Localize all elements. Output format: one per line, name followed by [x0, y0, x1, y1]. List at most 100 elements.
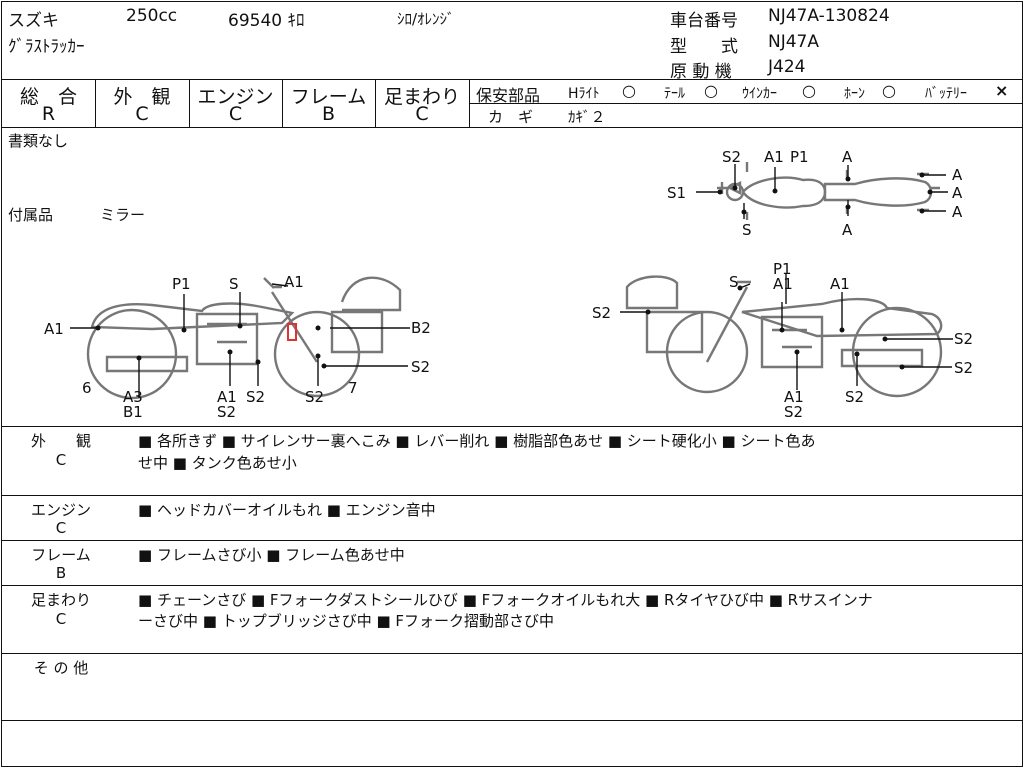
grade-engine-label: エンジン: [197, 86, 274, 108]
safety-headlight-mark: ○: [622, 81, 636, 100]
top-label: A: [952, 166, 963, 184]
safety-tail: ﾃｰﾙ: [664, 86, 685, 102]
grade-frame-value: B: [321, 103, 336, 125]
grade-suspension-label: 足まわり: [383, 86, 460, 108]
remark-text-engine: ■ ヘッドカバーオイルもれ ■ エンジン音中: [138, 501, 436, 519]
grade-overall-label: 総 合: [19, 86, 77, 108]
accessories-label: 付属品: [8, 206, 54, 224]
right-label: S2: [954, 330, 973, 348]
left-side-bike: [70, 276, 410, 400]
top-label: S2: [722, 148, 741, 166]
divider: [469, 79, 470, 127]
engine-value: J424: [768, 57, 806, 77]
right-label: S: [729, 273, 739, 291]
divider: [2, 495, 1022, 496]
remark-text-exterior: ■ 各所きず ■ サイレンサー裏へこみ ■ レバー削れ ■ 樹脂部色あせ ■ シ…: [138, 432, 816, 450]
left-label: S: [229, 275, 239, 293]
left-label: 7: [348, 379, 358, 397]
engine-label: 原 動 機: [670, 62, 732, 82]
left-label: B1: [123, 403, 143, 421]
remark-category-other: そ の 他: [33, 659, 89, 677]
left-label: S2: [411, 358, 430, 376]
safety-horn-mark: ○: [882, 81, 896, 100]
top-view-bike: [696, 162, 948, 220]
right-label: P1: [773, 260, 792, 278]
remark-text-exterior-2: せ中 ■ タンク色あせ小: [138, 454, 297, 472]
divider: [469, 103, 1023, 104]
right-label: S2: [592, 304, 611, 322]
divider: [95, 79, 96, 127]
grade-engine-value: C: [228, 103, 243, 125]
remark-category-engine: エンジン: [30, 501, 91, 519]
left-label: A1: [217, 388, 237, 406]
left-label: P1: [172, 275, 191, 293]
key-label: カ ギ: [488, 108, 534, 126]
safety-battery: ﾊﾞｯﾃﾘｰ: [925, 86, 967, 102]
grade-suspension-value: C: [415, 103, 429, 125]
right-side-bike: [620, 274, 953, 398]
top-label: A1: [764, 148, 784, 166]
divider: [2, 720, 1022, 721]
accessories-value: ミラー: [100, 206, 146, 224]
divider: [375, 79, 376, 127]
top-label: P1: [790, 148, 809, 166]
right-label: A1: [773, 275, 793, 293]
grade-exterior-label: 外 観: [113, 86, 171, 108]
grade-overall-value: R: [41, 103, 56, 125]
safety-label: 保安部品: [476, 86, 541, 105]
divider: [2, 426, 1022, 427]
left-label: B2: [411, 319, 431, 337]
top-label: A: [842, 221, 853, 239]
remark-category-suspension: 足まわり: [30, 591, 91, 609]
remark-text-suspension: ■ チェーンさび ■ Fフォークダストシールひび ■ Fフォークオイルもれ大 ■…: [138, 591, 873, 609]
documents: 書類なし: [8, 132, 69, 150]
top-label: A: [952, 184, 963, 202]
safety-horn: ﾎｰﾝ: [844, 86, 865, 102]
safety-tail-mark: ○: [704, 81, 718, 100]
remark-grade-frame: B: [55, 564, 67, 582]
left-label: S2: [217, 403, 236, 421]
safety-winker: ｳｲﾝｶｰ: [742, 86, 777, 102]
remark-category-exterior: 外 観: [30, 432, 91, 450]
right-label: A1: [784, 388, 804, 406]
key-value: ｶｷﾞ２: [568, 108, 606, 126]
remark-text-frame: ■ フレームさび小 ■ フレーム色あせ中: [138, 546, 405, 564]
left-label: A1: [284, 273, 304, 291]
type-label: 型 式: [670, 37, 738, 57]
left-label: S2: [305, 388, 324, 406]
divider: [2, 127, 1022, 128]
divider: [2, 540, 1022, 541]
frame-no-label: 車台番号: [670, 11, 738, 31]
top-label: S: [742, 221, 752, 239]
top-label: A: [952, 203, 963, 221]
top-label: S1: [667, 184, 686, 202]
right-label: A1: [830, 275, 850, 293]
type-value: NJ47A: [768, 32, 819, 52]
remark-grade-engine: C: [55, 519, 67, 537]
frame-no: NJ47A-130824: [768, 6, 890, 26]
color: ｼﾛ/ｵﾚﾝｼﾞ: [397, 10, 455, 28]
divider: [189, 79, 190, 127]
left-label: A1: [44, 320, 64, 338]
right-label: S2: [845, 388, 864, 406]
safety-headlight: Hﾗｲﾄ: [568, 86, 600, 102]
remark-grade-suspension: C: [55, 610, 67, 628]
divider: [282, 79, 283, 127]
divider: [2, 585, 1022, 586]
left-label: 6: [82, 379, 92, 397]
mileage: 69540 ｷﾛ: [228, 11, 305, 31]
left-label: S2: [246, 388, 265, 406]
divider: [2, 653, 1022, 654]
damage-diagram: S2 A1 P1 A A A A S1 S A: [44, 148, 973, 421]
right-label: S2: [954, 359, 973, 377]
grade-frame-label: フレーム: [290, 86, 367, 108]
displacement: 250cc: [126, 6, 178, 26]
maker: スズキ: [8, 11, 59, 31]
remark-text-suspension-2: ーさび中 ■ トップブリッジさび中 ■ Fフォーク摺動部さび中: [138, 612, 555, 630]
remark-grade-exterior: C: [55, 451, 67, 469]
left-label: A3: [123, 388, 143, 406]
top-label: A: [842, 148, 853, 166]
model-name: ｸﾞﾗｽﾄﾗｯｶｰ: [8, 37, 85, 57]
safety-battery-mark: ×: [995, 81, 1009, 100]
